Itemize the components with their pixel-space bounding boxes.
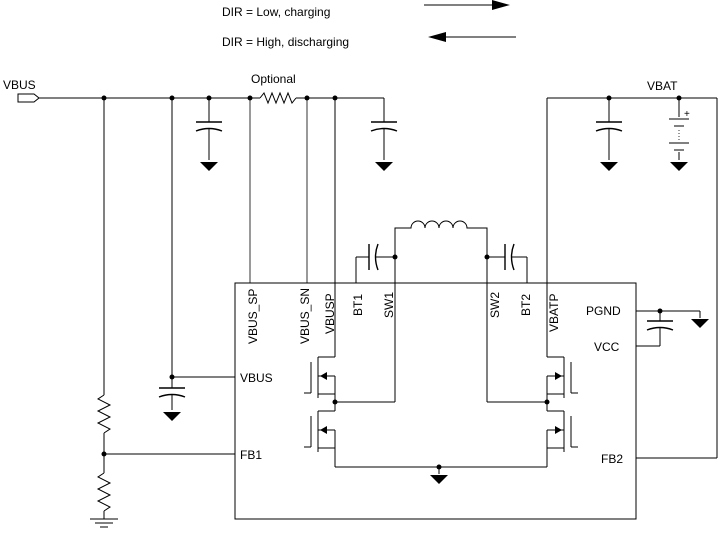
pin-vbus-sn: VBUS_SN xyxy=(298,288,312,344)
pin-vcc: VCC xyxy=(594,340,620,354)
pin-sw1: SW1 xyxy=(382,292,396,318)
ground-icon xyxy=(90,518,118,528)
legend-charging-label: DIR = Low, charging xyxy=(222,5,330,19)
bt1-capacitor xyxy=(355,243,395,283)
battery-plus-label: + xyxy=(684,109,690,120)
vbus-pin-capacitor xyxy=(158,387,186,421)
mosfet-high-side-left xyxy=(304,356,336,402)
pin-vbatp: VBATP xyxy=(547,294,561,332)
pin-vbus-sp: VBUS_SP xyxy=(246,289,260,344)
inductor xyxy=(394,220,488,257)
fb1-top-resistor xyxy=(96,394,112,434)
battery-icon: + xyxy=(669,98,690,171)
arrow-right-icon xyxy=(424,0,510,10)
pin-bt2: BT2 xyxy=(519,294,533,316)
pin-vbus: VBUS xyxy=(240,371,273,385)
bt2-capacitor xyxy=(487,243,528,283)
shunt-resistor xyxy=(259,91,297,105)
pin-pgnd: PGND xyxy=(586,304,621,318)
vbat-label: VBAT xyxy=(647,79,678,93)
fb1-bottom-resistor xyxy=(96,472,112,512)
pin-bt1: BT1 xyxy=(351,294,365,316)
mosfet-high-side-right xyxy=(546,356,578,402)
pin-vbusp: VBUSP xyxy=(323,293,337,334)
pin-fb1: FB1 xyxy=(240,448,262,462)
pin-sw2: SW2 xyxy=(488,292,502,318)
output-side-capacitor xyxy=(370,98,398,171)
pin-fb2: FB2 xyxy=(601,452,623,466)
arrow-left-icon xyxy=(428,32,516,42)
input-capacitor xyxy=(195,98,223,171)
mosfet-low-side-right xyxy=(546,402,578,467)
pgnd-ground-icon xyxy=(691,319,709,328)
legend-discharging-label: DIR = High, discharging xyxy=(222,35,349,49)
internal-ground-icon xyxy=(430,475,448,484)
vbus-port-icon xyxy=(17,93,40,103)
optional-label: Optional xyxy=(251,72,296,86)
vbus-input-label: VBUS xyxy=(3,78,36,92)
vcc-capacitor xyxy=(636,311,674,347)
controller-ic xyxy=(234,282,637,520)
mosfet-low-side-left xyxy=(304,402,336,467)
battery-capacitor xyxy=(595,98,623,171)
